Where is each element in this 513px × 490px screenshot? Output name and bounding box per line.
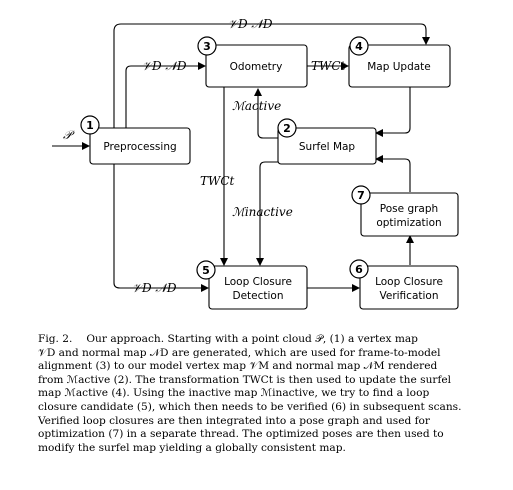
node-loop-closure-detection: Loop Closure Detection: [208, 265, 308, 310]
label-input-p: 𝒫: [63, 128, 75, 142]
caption-line-6: closure candidate (5), which then needs …: [38, 400, 462, 413]
badge-2: 2: [277, 118, 297, 138]
node-odometry: Odometry: [205, 44, 308, 88]
pipeline-diagram: 𝒫 𝒱D 𝒩D 𝒱D 𝒩D 𝒱D 𝒩D TWCt TWCt ℳactive ℳi…: [52, 17, 459, 310]
caption-line-3: alignment (3) to our model vertex map 𝒱M…: [38, 360, 438, 373]
svg-text:4: 4: [355, 40, 363, 53]
verification-label-line2: Verification: [380, 290, 439, 302]
label-vd-nd-odometry: 𝒱D 𝒩D: [142, 59, 187, 73]
label-twc-top: TWCt: [311, 59, 346, 73]
svg-text:2: 2: [283, 122, 291, 135]
caption-line-9: modify the surfel map yielding a globall…: [38, 441, 346, 454]
edges: [52, 23, 430, 292]
label-vd-nd-top: 𝒱D 𝒩D: [228, 17, 273, 31]
detection-label-line1: Loop Closure: [224, 276, 292, 288]
svg-text:7: 7: [357, 189, 365, 202]
caption-line-1: Fig. 2. Our approach. Starting with a poi…: [38, 333, 494, 347]
caption-line-4: from ℳactive (2). The transformation TWC…: [38, 373, 452, 386]
svg-text:3: 3: [203, 40, 211, 53]
edge-preprocessing-to-map-update: [113, 23, 430, 128]
surfel-map-label: Surfel Map: [299, 141, 356, 153]
edge-map-update-to-surfel: [375, 87, 411, 137]
badge-7: 7: [351, 185, 371, 205]
node-surfel-map: Surfel Map: [277, 127, 377, 165]
label-vd-nd-detection: 𝒱D 𝒩D: [132, 281, 177, 295]
verification-label-line1: Loop Closure: [375, 276, 443, 288]
map-update-label: Map Update: [367, 61, 431, 73]
badge-1: 1: [80, 115, 100, 135]
caption-text-1: Our approach. Starting with a point clou…: [86, 333, 418, 345]
node-map-update: Map Update: [348, 44, 451, 88]
badge-6: 6: [349, 259, 369, 279]
optimization-label-line2: optimization: [376, 217, 441, 229]
caption-label: Fig. 2.: [38, 333, 73, 345]
number-badges: 1 2 3 4 5 6 7: [80, 36, 371, 280]
svg-text:1: 1: [86, 119, 94, 132]
caption-line-5: map ℳactive (4). Using the inactive map …: [38, 387, 430, 400]
badge-5: 5: [196, 260, 216, 280]
odometry-label: Odometry: [230, 61, 283, 73]
caption-line-8: optimization (7) in a separate thread. T…: [38, 428, 444, 441]
node-preprocessing: Preprocessing: [89, 127, 191, 165]
svg-text:6: 6: [355, 263, 363, 276]
badge-4: 4: [349, 36, 369, 56]
detection-label-line2: Detection: [232, 290, 283, 302]
badge-3: 3: [197, 36, 217, 56]
caption-line-7: Verified loop closures are then integrat…: [38, 414, 430, 427]
label-m-inactive: ℳinactive: [232, 205, 293, 219]
label-twc-left: TWCt: [200, 174, 235, 188]
node-pose-graph-optimization: Pose graph optimization: [360, 192, 459, 237]
edge-optimization-to-surfel: [375, 155, 411, 192]
edge-preprocessing-to-odometry: [125, 62, 206, 128]
optimization-label-line1: Pose graph: [380, 203, 438, 215]
preprocessing-label: Preprocessing: [103, 141, 176, 153]
caption-line-2: 𝒱D and normal map 𝒩D are generated, whic…: [38, 346, 441, 359]
node-loop-closure-verification: Loop Closure Verification: [359, 265, 459, 310]
label-m-active: ℳactive: [232, 99, 281, 113]
edge-surfel-to-detection: [256, 161, 288, 266]
edge-surfel-to-odometry: [254, 88, 278, 139]
figure-caption: Fig. 2. Our approach. Starting with a poi…: [38, 333, 494, 455]
svg-text:5: 5: [202, 264, 210, 277]
edge-preprocessing-to-detection: [113, 164, 209, 292]
